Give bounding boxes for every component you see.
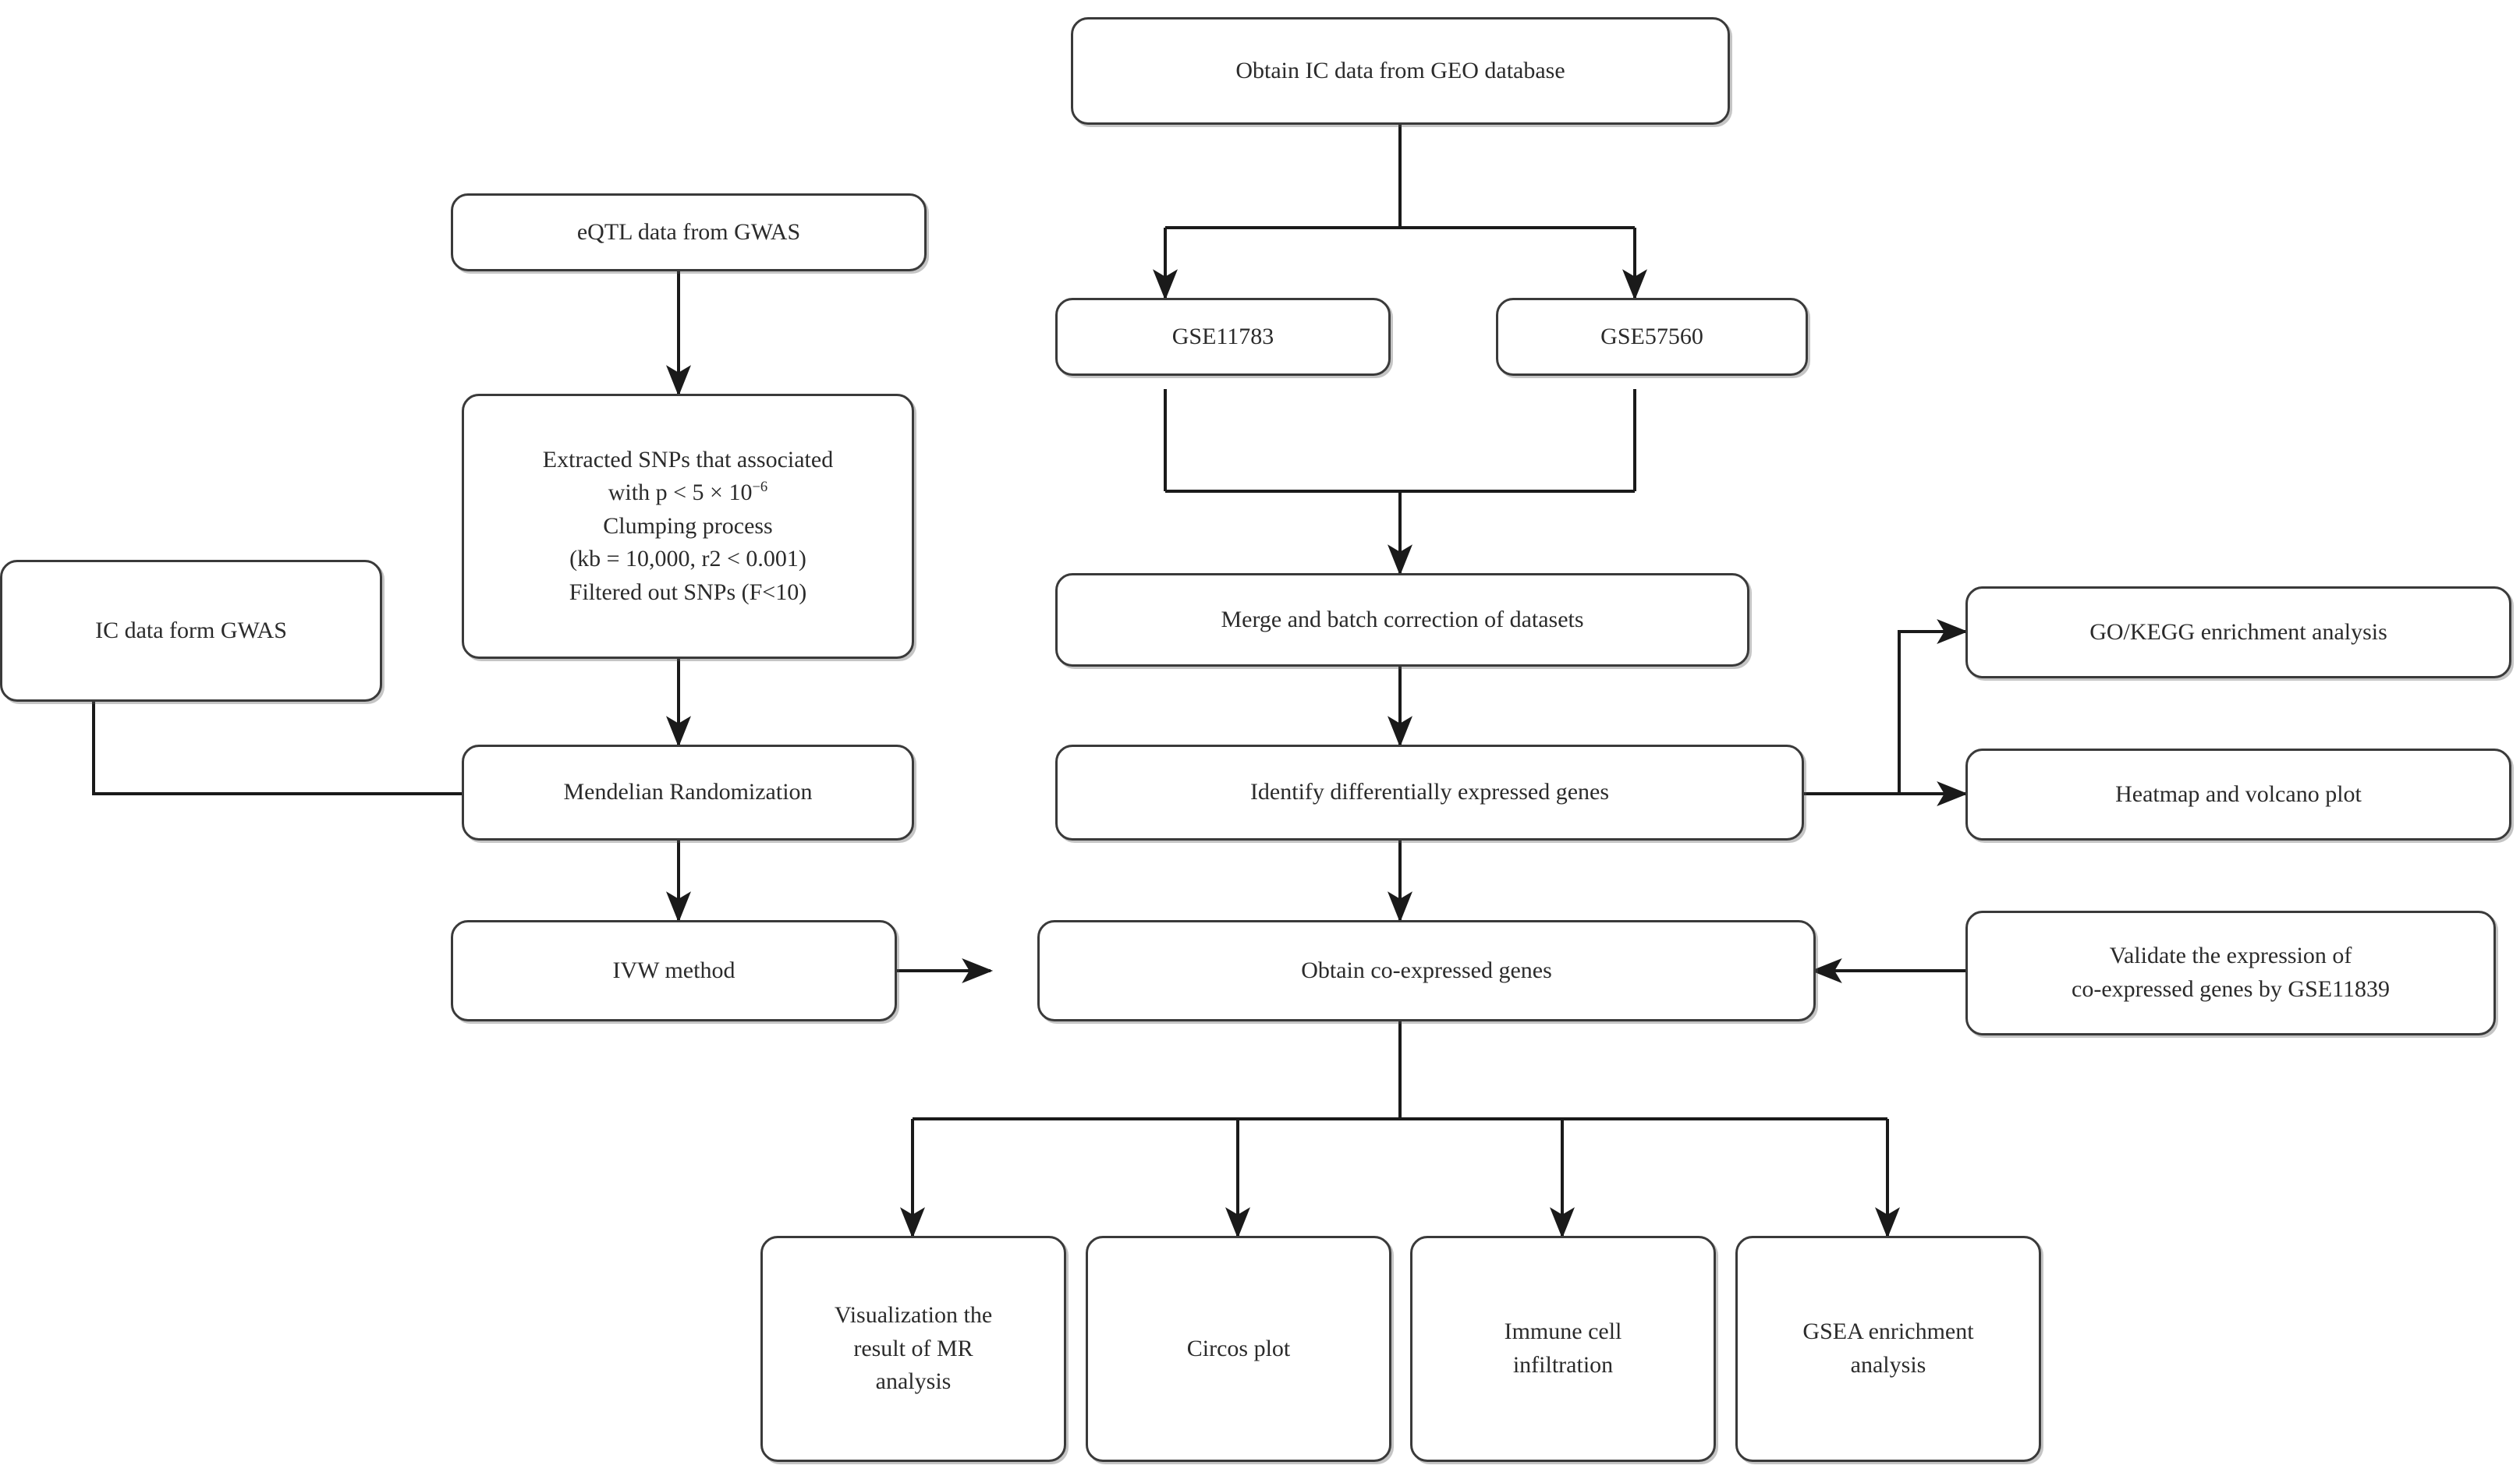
snp-p-prefix: with p < 5 xyxy=(608,480,711,506)
node-gse11783[interactable]: GSE11783 xyxy=(1055,298,1391,376)
node-obtain-coexpressed-genes[interactable]: Obtain co-expressed genes xyxy=(1037,920,1816,1021)
node-obtain-ic-geo[interactable]: Obtain IC data from GEO database xyxy=(1071,17,1730,125)
node-eqtl-gwas[interactable]: eQTL data from GWAS xyxy=(451,193,927,271)
node-merge-batch[interactable]: Merge and batch correction of datasets xyxy=(1055,573,1749,667)
node-viz-mr-line2: result of MR xyxy=(853,1335,973,1361)
node-validate-expression[interactable]: Validate the expression of co-expressed … xyxy=(1965,911,2496,1035)
node-circos-plot[interactable]: Circos plot xyxy=(1086,1236,1391,1462)
node-heatmap-volcano[interactable]: Heatmap and volcano plot xyxy=(1965,749,2511,841)
link-icgwas-to-mr xyxy=(92,702,462,795)
node-snp-extract-line1: Extracted SNPs that associated xyxy=(542,446,834,473)
node-mendelian-label: Mendelian Randomization xyxy=(563,779,813,805)
node-snp-extract[interactable]: Extracted SNPs that associated with p < … xyxy=(462,394,914,659)
node-heatmap-volcano-label: Heatmap and volcano plot xyxy=(2115,780,2362,807)
node-mendelian-randomization[interactable]: Mendelian Randomization xyxy=(462,745,914,841)
node-snp-extract-line4: (kb = 10,000, r2 < 0.001) xyxy=(569,546,806,572)
node-immune-line2: infiltration xyxy=(1512,1352,1614,1378)
node-snp-extract-line2: with p < 5 × 10−6 xyxy=(473,476,902,510)
node-identify-deg[interactable]: Identify differentially expressed genes xyxy=(1055,745,1804,841)
node-visualization-mr[interactable]: Visualization the result of MR analysis xyxy=(760,1236,1066,1462)
snp-times-symbol: × xyxy=(710,480,723,506)
node-go-kegg-label: GO/KEGG enrichment analysis xyxy=(2089,618,2387,645)
node-circos-plot-label: Circos plot xyxy=(1186,1335,1291,1361)
link-deg-up-to-gokegg xyxy=(1898,619,1969,794)
node-viz-mr-line3: analysis xyxy=(875,1368,952,1395)
node-ivw-method[interactable]: IVW method xyxy=(451,920,897,1021)
node-gsea-enrichment[interactable]: GSEA enrichment analysis xyxy=(1735,1236,2041,1462)
node-snp-extract-line3: Clumping process xyxy=(603,512,773,539)
node-identify-deg-label: Identify differentially expressed genes xyxy=(1249,779,1610,805)
node-immune-infiltration[interactable]: Immune cell infiltration xyxy=(1410,1236,1716,1462)
node-gse57560-label: GSE57560 xyxy=(1600,323,1703,349)
snp-base: 10 xyxy=(722,480,753,506)
node-eqtl-gwas-label: eQTL data from GWAS xyxy=(576,218,801,245)
snp-exponent: −6 xyxy=(752,479,768,496)
node-gsea-line2: analysis xyxy=(1850,1352,1926,1378)
node-gse11783-label: GSE11783 xyxy=(1171,323,1274,349)
node-gse57560[interactable]: GSE57560 xyxy=(1496,298,1808,376)
node-immune-line1: Immune cell xyxy=(1504,1318,1622,1345)
node-go-kegg[interactable]: GO/KEGG enrichment analysis xyxy=(1965,586,2511,678)
node-ic-data-gwas[interactable]: IC data form GWAS xyxy=(0,560,382,702)
node-snp-extract-line5: Filtered out SNPs (F<10) xyxy=(569,579,807,605)
node-merge-batch-label: Merge and batch correction of datasets xyxy=(1221,606,1584,632)
node-ic-data-gwas-label: IC data form GWAS xyxy=(95,617,287,643)
node-ivw-method-label: IVW method xyxy=(612,957,735,983)
node-obtain-coexpressed-label: Obtain co-expressed genes xyxy=(1301,957,1552,983)
node-validate-line1: Validate the expression of xyxy=(2109,943,2352,969)
node-obtain-ic-geo-label: Obtain IC data from GEO database xyxy=(1235,57,1565,83)
node-viz-mr-line1: Visualization the xyxy=(834,1302,993,1329)
node-gsea-line1: GSEA enrichment xyxy=(1802,1318,1974,1345)
node-validate-line2: co-expressed genes by GSE11839 xyxy=(2072,976,2390,1002)
